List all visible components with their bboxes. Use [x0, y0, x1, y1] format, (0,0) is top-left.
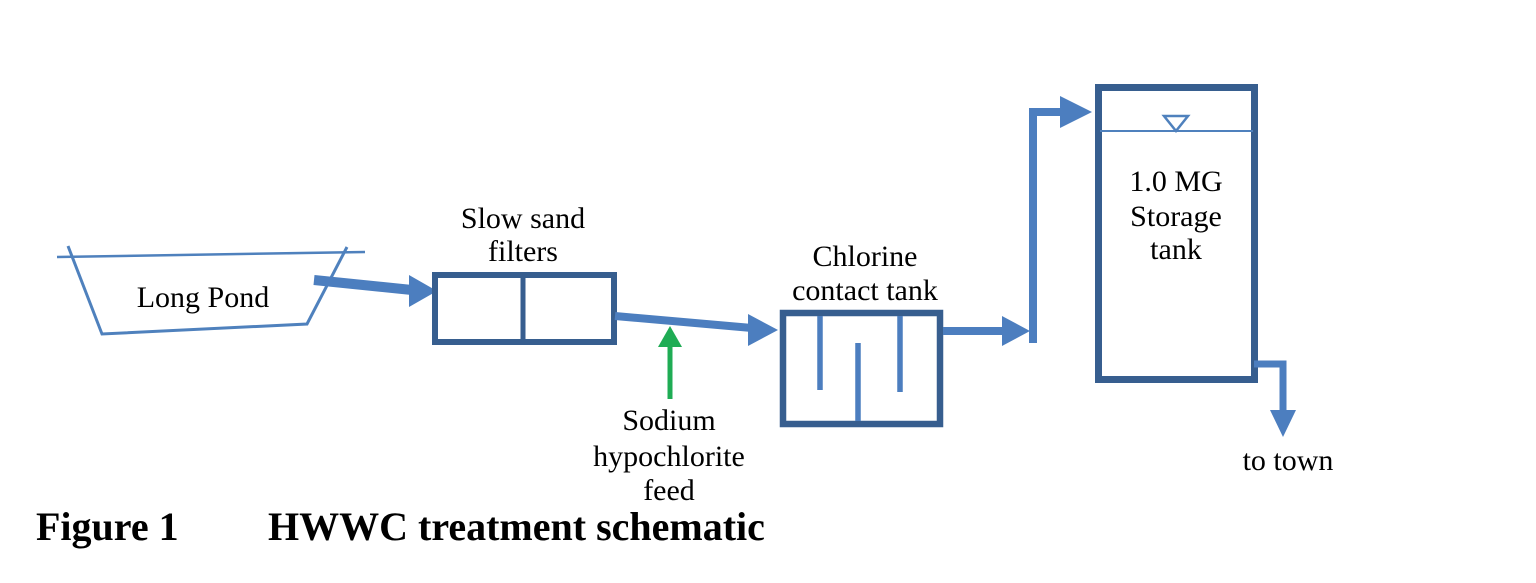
figure-caption: Figure 1 HWWC treatment schematic [36, 504, 765, 549]
chlorine-contact-tank: Chlorine contact tank [779, 240, 944, 428]
storage-tank-box [1095, 84, 1258, 383]
filters-label-line2: filters [488, 235, 558, 268]
figure-number-label: Figure 1 [36, 504, 179, 549]
outlet-arrowhead-icon [1270, 410, 1296, 437]
pond-label: Long Pond [137, 281, 270, 314]
feed-label-line3: feed [643, 474, 695, 507]
slow-sand-filters: Slow sand filters [432, 202, 617, 345]
feed-arrowhead-icon [658, 326, 682, 347]
sodium-hypochlorite-feed: Sodium hypochlorite feed [593, 326, 745, 507]
filters-to-chlorine-pipe [614, 312, 778, 346]
outlet-pipe-line [1254, 360, 1287, 412]
to-town-label: to town [1243, 444, 1334, 477]
filters-label-line1: Slow sand [461, 202, 585, 235]
feed-label-line1: Sodium [622, 404, 715, 437]
chlorine-tank-label-line1: Chlorine [813, 240, 918, 273]
riser-to-storage-pipe [1029, 96, 1092, 343]
pond-to-filters-arrowhead-icon [409, 275, 437, 307]
storage-tank-label-line3: tank [1150, 233, 1202, 266]
filters-to-chlorine-arrowhead-icon [748, 314, 778, 346]
storage-tank-label-line1: 1.0 MG [1129, 165, 1222, 198]
feed-label-line2: hypochlorite [593, 440, 745, 473]
outlet-to-town: to town [1243, 360, 1334, 477]
figure-title: HWWC treatment schematic [268, 504, 765, 549]
storage-tank-label-line2: Storage [1130, 200, 1222, 233]
storage-tank: 1.0 MG Storage tank [1095, 84, 1258, 383]
chlorine-tank-label-line2: contact tank [792, 274, 938, 307]
chlorine-tank-box [779, 309, 944, 428]
pond-to-filters-pipe-line [313, 275, 413, 295]
chlorine-to-riser-pipe [943, 316, 1030, 346]
water-level-icon [1161, 114, 1191, 134]
long-pond: Long Pond [56, 245, 366, 336]
riser-arrowhead-icon [1060, 96, 1092, 128]
riser-pipe-line [1029, 108, 1062, 343]
filters-to-chlorine-pipe-line [614, 312, 753, 332]
pond-water-surface-line [56, 250, 366, 259]
chlorine-to-riser-arrowhead-icon [1002, 316, 1030, 346]
pond-to-filters-pipe [313, 275, 437, 307]
